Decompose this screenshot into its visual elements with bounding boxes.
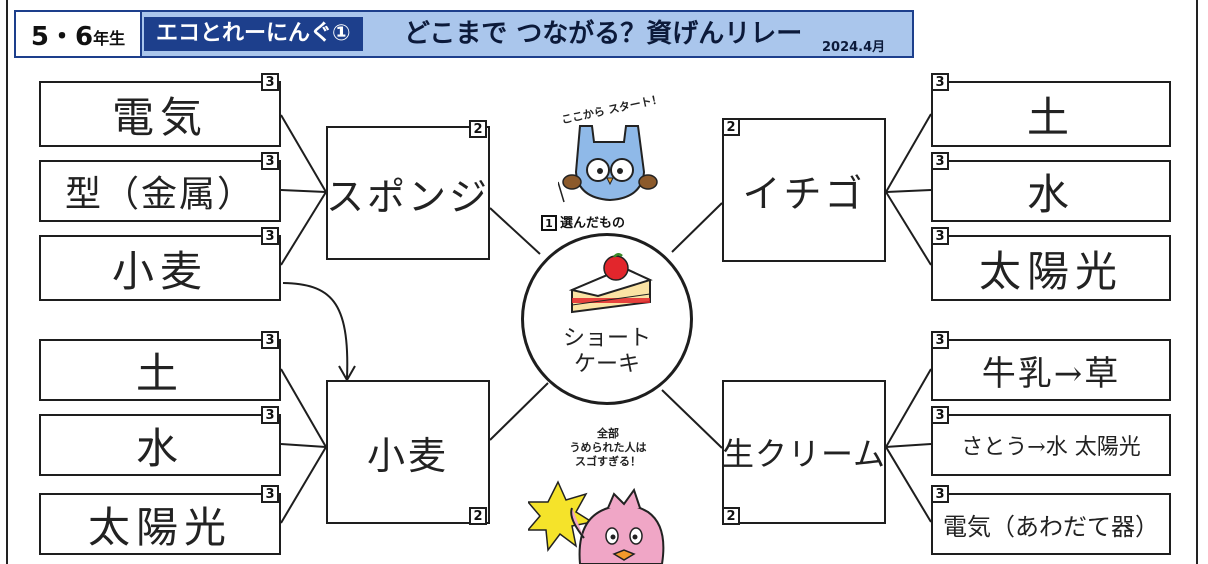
- left-top-outer-2: 型（金属）: [39, 160, 281, 222]
- connector-line: [671, 202, 723, 253]
- right-bottom-outer-2: さとう→水 太陽光: [931, 414, 1171, 476]
- praise-caption: 全部 うめられた人は スゴすぎる！: [548, 427, 668, 469]
- connector-line: [280, 114, 327, 193]
- connector-line: [280, 191, 327, 266]
- cheering-mascot-icon: [528, 480, 665, 564]
- tier-number: 3: [931, 406, 949, 424]
- title-band: エコとれーにんぐ① どこまで つながる？資げんリレー 2024.4月: [142, 10, 914, 58]
- center-circle: ショート ケーキ: [521, 233, 693, 405]
- tier-number: 3: [931, 73, 949, 91]
- right-bottom-outer-3: 電気（あわだて器）: [931, 493, 1171, 555]
- box-text: 水: [1026, 169, 1075, 219]
- box-text: 太陽光: [87, 502, 232, 552]
- left-top-outer-1: 電気: [39, 81, 281, 147]
- connector-line: [661, 389, 723, 449]
- connector-line: [885, 368, 932, 448]
- connector-line: [885, 113, 932, 193]
- connector-line: [885, 191, 932, 266]
- box-text: 電気（あわだて器）: [943, 512, 1159, 541]
- connector-line: [489, 207, 541, 255]
- page-title: どこまで つながる？資げんリレー: [404, 19, 803, 49]
- issue-date: 2024.4月: [822, 40, 886, 55]
- connector-line: [280, 189, 327, 193]
- center-label-line1: ショート: [562, 326, 651, 351]
- right-bottom-mid: 生クリーム: [722, 380, 886, 524]
- box-text: 小麦: [366, 433, 449, 478]
- grade-suffix: 年生: [93, 29, 126, 48]
- right-top-outer-1: 土: [931, 81, 1171, 147]
- tier-number: 3: [261, 227, 279, 245]
- header: 5・6 年生 エコとれーにんぐ① どこまで つながる？資げんリレー 2024.4…: [14, 10, 914, 60]
- connector-line: [885, 446, 932, 523]
- box-text: 生クリーム: [721, 435, 887, 473]
- right-top-outer-3: 太陽光: [931, 235, 1171, 301]
- grade-number: 5・6: [30, 21, 94, 52]
- tier-number: 3: [261, 406, 279, 424]
- tier-number: 3: [261, 485, 279, 503]
- chosen-text: 選んだもの: [560, 216, 626, 231]
- box-text: 電気: [111, 92, 208, 142]
- series-tag: エコとれーにんぐ①: [144, 17, 363, 51]
- center-text: ショート ケーキ: [524, 326, 690, 378]
- tier-number: 2: [722, 507, 740, 525]
- connector-line: [280, 368, 327, 448]
- praise-line2: うめられた人は: [569, 441, 647, 454]
- box-text: スポンジ: [326, 174, 491, 219]
- box-text: イチゴ: [742, 171, 866, 216]
- box-text: 型（金属）: [64, 174, 255, 215]
- tier-number: 2: [469, 507, 487, 525]
- box-text: さとう→水 太陽光: [961, 435, 1141, 460]
- left-top-mid: スポンジ: [326, 126, 490, 260]
- left-bottom-mid: 小麦: [326, 380, 490, 524]
- box-text: 土: [135, 348, 184, 398]
- page-border-right: [1196, 0, 1198, 564]
- page-border-left: [6, 0, 8, 564]
- connector-line: [489, 382, 549, 441]
- connector-line: [280, 443, 327, 448]
- left-bottom-outer-2: 水: [39, 414, 281, 476]
- box-text: 小麦: [111, 246, 208, 296]
- shortcake-icon: [568, 253, 653, 314]
- right-bottom-outer-1: 牛乳→草: [931, 339, 1171, 401]
- box-text: 水: [135, 423, 184, 473]
- hand-drawn-arrow: [282, 282, 349, 379]
- tier-number: 3: [931, 152, 949, 170]
- box-text: 土: [1026, 92, 1075, 142]
- praise-line3: スゴすぎる！: [575, 455, 641, 468]
- praise-line1: 全部: [597, 427, 619, 440]
- tier-number: 3: [931, 331, 949, 349]
- connector-line: [280, 446, 327, 524]
- tier-number: 3: [931, 227, 949, 245]
- owl-mascot-icon: [558, 125, 658, 203]
- left-bottom-outer-1: 土: [39, 339, 281, 401]
- left-top-outer-3: 小麦: [39, 235, 281, 301]
- box-text: 太陽光: [978, 246, 1123, 296]
- tier-number: 2: [722, 118, 740, 136]
- connector-line: [885, 443, 932, 448]
- right-top-outer-2: 水: [931, 160, 1171, 222]
- tier-number: 3: [261, 73, 279, 91]
- right-top-mid: イチゴ: [722, 118, 886, 262]
- left-bottom-outer-3: 太陽光: [39, 493, 281, 555]
- tier-number: 3: [261, 152, 279, 170]
- center-label-line2: ケーキ: [573, 352, 640, 377]
- connector-line: [885, 189, 932, 193]
- box-text: 牛乳→草: [981, 353, 1121, 394]
- tier-number: 3: [931, 485, 949, 503]
- grade-label: 5・6 年生: [14, 10, 142, 58]
- tier-number: 3: [261, 331, 279, 349]
- tier-number: 2: [469, 120, 487, 138]
- chosen-number: 1: [541, 215, 557, 231]
